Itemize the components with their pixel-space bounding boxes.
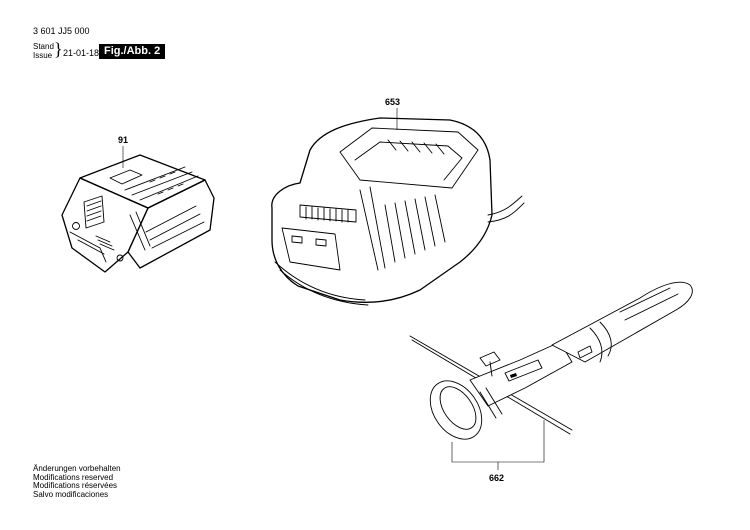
charger-outline bbox=[271, 117, 493, 303]
handle-callout-bracket bbox=[451, 420, 545, 470]
part-number: 3 601 JJ5 000 bbox=[33, 26, 90, 36]
charger-front-panel bbox=[281, 227, 341, 271]
charger-indicators bbox=[291, 235, 327, 247]
battery-edge-lines bbox=[129, 211, 151, 251]
grip-collar bbox=[589, 321, 612, 363]
charger-socket bbox=[354, 141, 463, 181]
aux-handle-drawing bbox=[409, 281, 693, 470]
battery-side-face bbox=[127, 179, 215, 269]
grip-release-button bbox=[577, 345, 593, 359]
figure-label: Fig./Abb. 2 bbox=[99, 44, 166, 59]
charger-drawing bbox=[271, 108, 525, 306]
charger-bottom-edges bbox=[274, 261, 369, 306]
charger-grip-slots bbox=[305, 206, 349, 223]
issue-date: 21-01-18 bbox=[63, 48, 100, 58]
modifications-disclaimer: Änderungen vorbehalten Modifications res… bbox=[33, 464, 121, 499]
wing-screw-shaft bbox=[489, 361, 493, 377]
callout-91: 91 bbox=[118, 135, 129, 145]
disclaimer-line: Modifications réservées bbox=[33, 481, 118, 490]
clamp-ribs bbox=[479, 387, 503, 419]
charger-vent-ribs bbox=[384, 194, 446, 263]
disclaimer-line: Modifications reserved bbox=[33, 472, 114, 482]
charger-top-ribs bbox=[387, 139, 445, 155]
battery-gauge-lines bbox=[86, 200, 102, 222]
battery-led bbox=[72, 222, 80, 230]
stand-issue-label: Stand Issue bbox=[33, 42, 54, 60]
battery-bumper-lines bbox=[69, 231, 107, 263]
handle-grip bbox=[551, 281, 693, 363]
grip-texture bbox=[619, 287, 679, 321]
battery-front-face bbox=[61, 177, 149, 273]
callout-662: 662 bbox=[489, 473, 505, 483]
battery-brand-plate bbox=[95, 235, 115, 251]
disclaimer-line: Änderungen vorbehalten bbox=[33, 464, 121, 473]
charger-top-deck bbox=[339, 127, 479, 189]
handle-logo-mark bbox=[510, 373, 517, 378]
battery-latch bbox=[109, 169, 143, 185]
battery-rails bbox=[124, 166, 199, 201]
charger-side-edges bbox=[359, 186, 386, 271]
battery-screw bbox=[116, 254, 124, 262]
disclaimer-line: Salvo modificaciones bbox=[33, 489, 109, 499]
wing-screw bbox=[479, 351, 501, 367]
clamp-ring-inner bbox=[439, 386, 477, 430]
battery-side-ribs bbox=[145, 205, 205, 249]
battery-contacts bbox=[149, 171, 184, 195]
charger-cable bbox=[487, 195, 525, 223]
battery-pack-drawing bbox=[61, 146, 215, 273]
callout-653: 653 bbox=[385, 97, 401, 107]
stand-label: Stand bbox=[33, 42, 54, 51]
issue-label: Issue bbox=[33, 51, 53, 60]
brace-glyph: } bbox=[54, 39, 63, 59]
clamp-ring-outer bbox=[429, 380, 483, 440]
